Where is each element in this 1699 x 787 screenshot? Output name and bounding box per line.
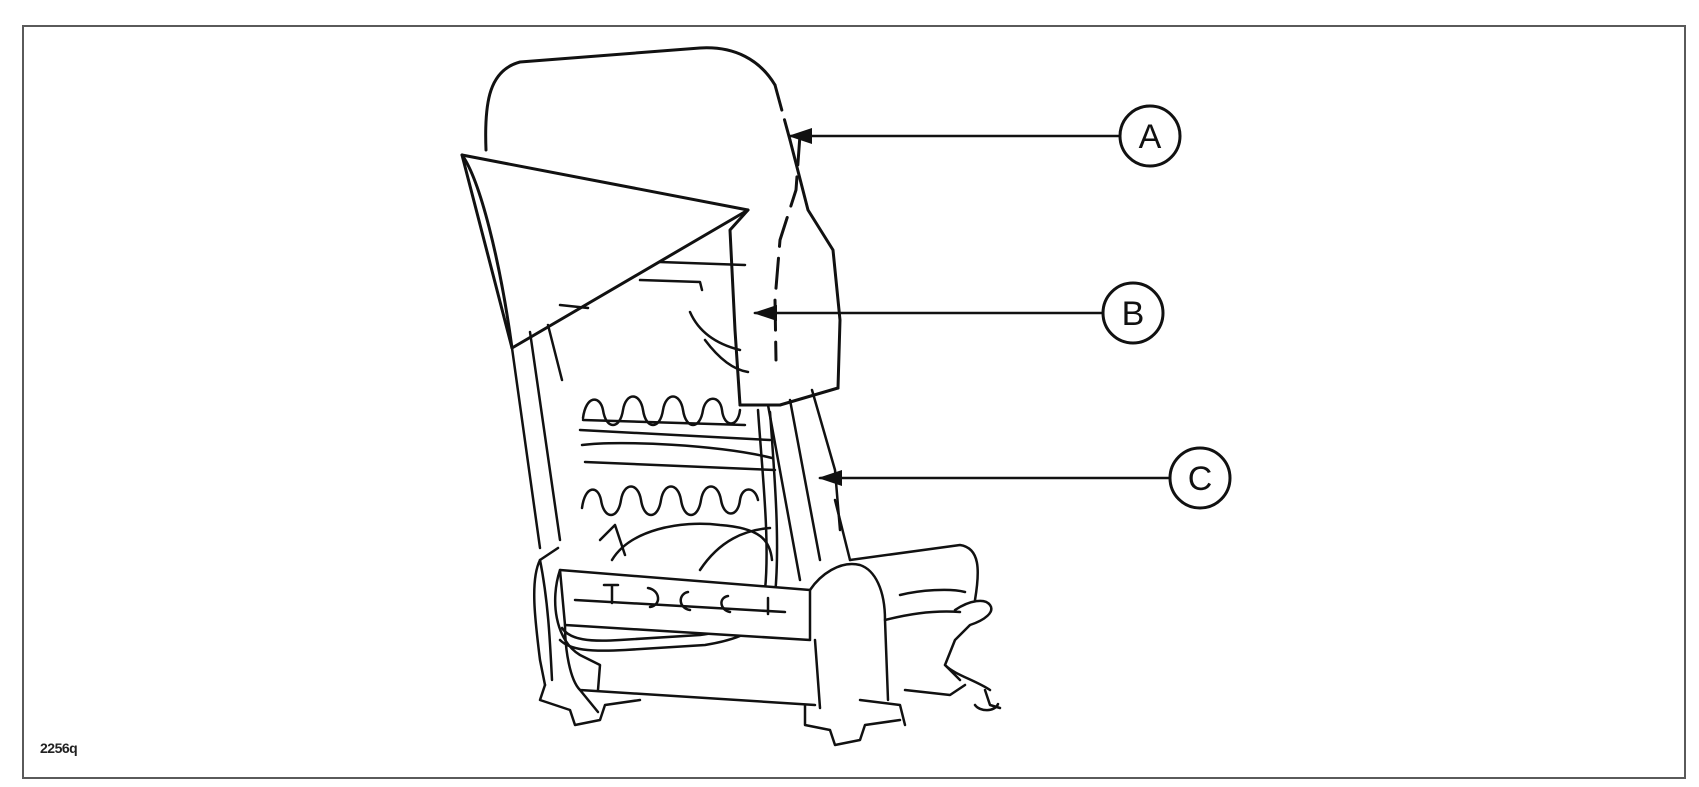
arrowhead-a <box>788 128 812 144</box>
callout-c-label: C <box>1188 460 1213 498</box>
callout-b: B <box>1101 281 1165 345</box>
lower-spring <box>580 485 760 517</box>
figure-frame <box>22 25 1686 779</box>
upper-spring <box>581 395 747 427</box>
arrowheads <box>753 128 842 486</box>
cross-member <box>578 428 777 472</box>
callout-a-label: A <box>1139 118 1162 156</box>
arrowhead-b <box>753 305 777 321</box>
seat-base <box>533 522 1002 747</box>
leader-lines <box>753 134 1172 480</box>
figure-reference-code: 2256q <box>40 740 78 756</box>
seat-back-frame <box>510 260 852 582</box>
callout-c: C <box>1168 446 1232 510</box>
callout-b-label: B <box>1122 295 1145 333</box>
callout-a: A <box>1118 104 1182 168</box>
arrowhead-c <box>818 470 842 486</box>
